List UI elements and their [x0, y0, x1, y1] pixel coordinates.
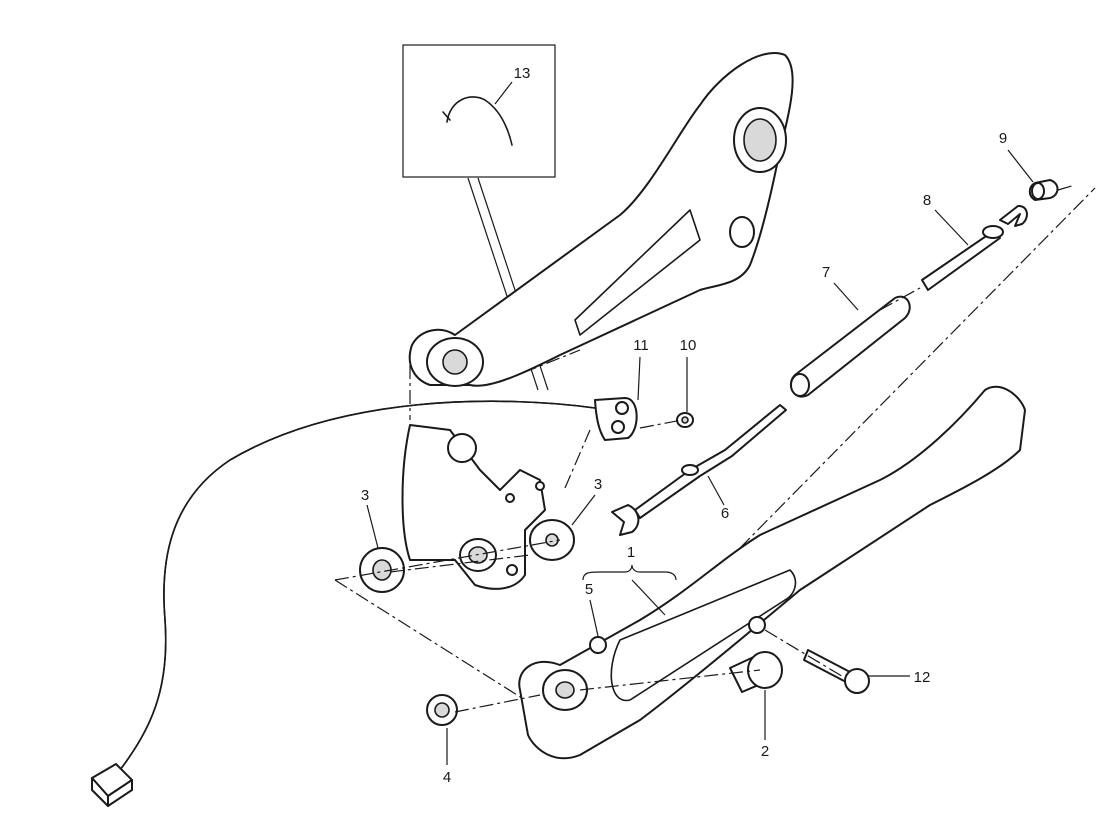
leader-lines [366, 81, 1034, 765]
screw-10 [676, 412, 694, 428]
callout-9: 9 [999, 130, 1007, 147]
callout-4: 4 [443, 769, 451, 786]
sidestand-switch [594, 397, 638, 441]
callout-8: 8 [923, 192, 931, 209]
frame-bracket [408, 52, 794, 387]
ball-5 [589, 636, 607, 654]
switch-cable [91, 400, 596, 807]
washer-3-right [529, 519, 575, 561]
spring-tool-6 [611, 404, 787, 536]
callout-13: 13 [514, 65, 531, 82]
washer-3-left [359, 547, 405, 593]
group-bracket-1 [582, 564, 677, 581]
pin-8 [921, 204, 1028, 291]
callout-2: 2 [761, 743, 769, 760]
bushing-4 [426, 694, 458, 726]
callout-1: 1 [627, 544, 635, 561]
callout-5: 5 [585, 581, 593, 598]
callout-3-right: 3 [594, 476, 602, 493]
callout-labels: 1 2 3 3 4 5 6 7 8 9 10 11 12 13 [361, 65, 1007, 786]
callout-6: 6 [721, 505, 729, 522]
pivot-bolt-2 [729, 651, 783, 693]
nut-9 [1028, 179, 1059, 201]
callout-7: 7 [822, 264, 830, 281]
stand-mount-plate [401, 424, 546, 590]
callout-3-left: 3 [361, 487, 369, 504]
callout-10: 10 [680, 337, 697, 354]
sleeve-7 [789, 295, 911, 398]
callout-11: 11 [633, 337, 649, 354]
callout-12: 12 [914, 669, 931, 686]
assembly-axis-lines [334, 184, 1096, 713]
bolt-12 [803, 649, 870, 694]
side-stand-leg [518, 385, 1026, 760]
